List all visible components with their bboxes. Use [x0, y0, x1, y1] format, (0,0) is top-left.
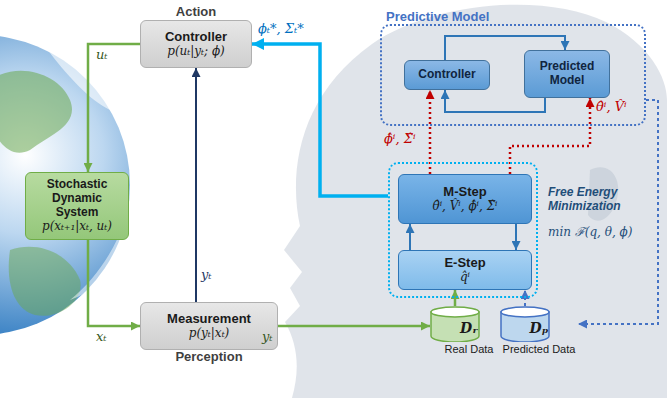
connector-arrow: [252, 44, 388, 196]
node-title: Dₚ: [529, 320, 548, 336]
node-text: q̂ⁱ: [460, 271, 470, 285]
connector-arrow: [195, 68, 197, 302]
edge-label: θ̂ⁱ, V̂ⁱ: [596, 100, 627, 115]
connector-arrow: [454, 290, 457, 306]
connector-arrow: [524, 290, 526, 306]
edge-label: ϕₜ*, Σₜ*: [258, 22, 304, 37]
node-title: Stochastic Dynamic System: [29, 178, 125, 219]
node-text: Perception: [121, 350, 297, 365]
node-title: Controller: [418, 68, 475, 82]
node-title: Predictive Model: [386, 10, 489, 25]
node-title: Action: [141, 5, 251, 20]
node-title: Predicted Model: [528, 60, 606, 88]
controller-box: ActionControllerp(uₜ|yₜ; ϕ): [140, 20, 252, 68]
edge-label: ϕ̂ⁱ, Σ̂ⁱ: [384, 132, 416, 147]
node-title: E-Step: [444, 256, 485, 271]
node-text: min ℱ(q, θ, ϕ): [548, 226, 632, 240]
node-text: Predicted Data: [480, 343, 598, 356]
optimizer-group: Free Energy Minimizationmin ℱ(q, θ, ϕ)M-…: [388, 162, 538, 298]
connector-arrow: [88, 44, 140, 172]
head-silhouette: [284, 5, 667, 398]
node-title: Free Energy Minimization: [548, 186, 648, 214]
controller-box: Controller: [404, 60, 490, 90]
connector-arrow: [515, 224, 517, 250]
node-text: p(xₜ₊₁|xₜ, uₜ): [42, 220, 112, 234]
node-text: p(yₜ|xₜ): [189, 327, 230, 341]
system-box: Stochastic Dynamic Systemp(xₜ₊₁|xₜ, uₜ): [25, 172, 129, 240]
connector-arrow: [278, 325, 430, 328]
node-title: Measurement: [167, 312, 251, 327]
cylinder-top: [501, 307, 549, 317]
node-title: M-Step: [443, 185, 486, 200]
node-text: θ̂ⁱ, V̂ⁱ, ϕ̂ⁱ, Σ̂ⁱ: [432, 200, 497, 214]
node-text: p(uₜ|yₜ; ϕ): [167, 45, 225, 59]
edge-label: uₜ: [96, 48, 108, 63]
process-box: M-Stepθ̂ⁱ, V̂ⁱ, ϕ̂ⁱ, Σ̂ⁱ: [398, 174, 532, 224]
cylinder-top: [431, 307, 479, 317]
edge-label: xₜ: [96, 330, 107, 345]
connector-arrow: [409, 224, 411, 250]
measurement-box: Measurementp(yₜ|xₜ)Perception: [140, 302, 278, 350]
edge-label: yₜ: [201, 268, 212, 283]
node-title: Dᵣ: [460, 320, 478, 336]
data-cylinder: DₚPredicted Data: [500, 306, 578, 342]
process-box: E-Stepq̂ⁱ: [398, 250, 532, 290]
earth-globe: [0, 35, 130, 335]
connector-arrow: [88, 240, 140, 326]
edge-label: yₜ: [262, 330, 273, 345]
data-cylinder: DᵣReal Data: [430, 306, 508, 342]
model-box: Predicted Model: [524, 50, 610, 98]
node-text: Controller: [165, 30, 227, 45]
